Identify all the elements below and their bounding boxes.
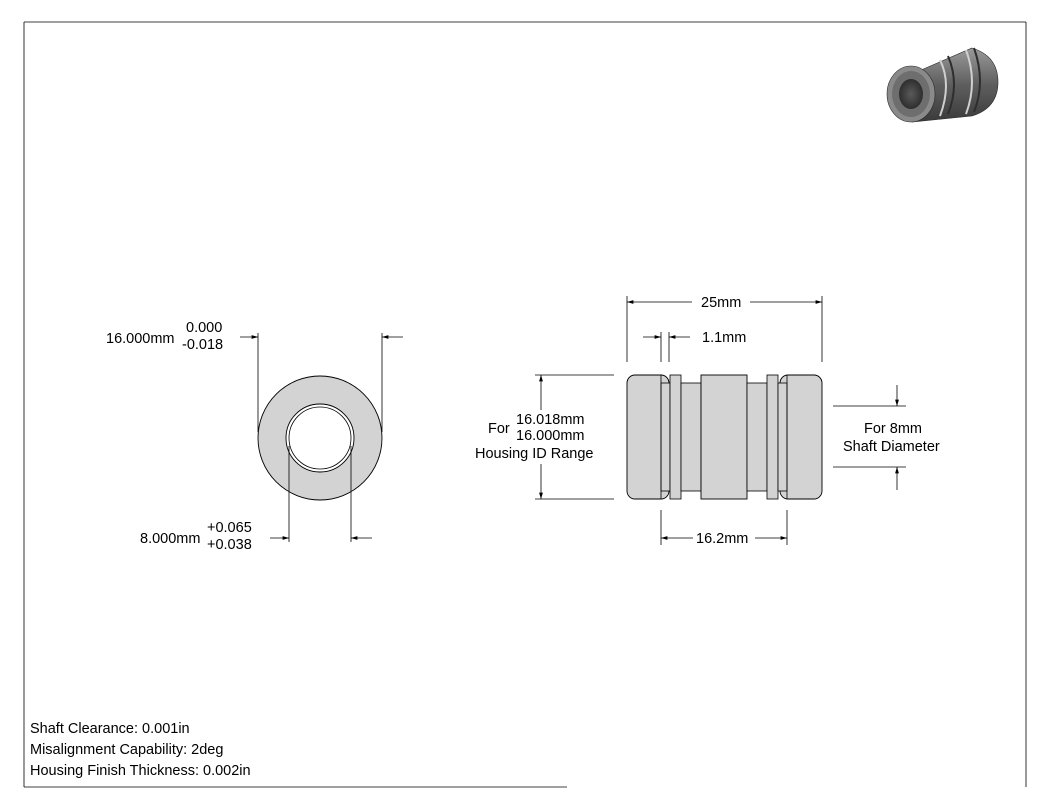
shaft-dia-nominal: 8.000mm bbox=[140, 531, 200, 547]
notes-block: Shaft Clearance: 0.001in Misalignment Ca… bbox=[30, 721, 251, 779]
front-view: 16.000mm 0.000 -0.018 8.000mm +0.065 +0.… bbox=[106, 320, 403, 553]
housing-range-min: 16.000mm bbox=[516, 428, 585, 444]
housing-range-max: 16.018mm bbox=[516, 412, 585, 428]
groove-left-1 bbox=[660, 382, 671, 492]
groove-spacing-label: 16.2mm bbox=[696, 531, 748, 547]
housing-dia-nominal: 16.000mm bbox=[106, 331, 175, 347]
housing-dia-upper: 0.000 bbox=[186, 320, 222, 336]
side-view: 25mm 1.1mm 16.2mm For 16.018mm 16.000mm … bbox=[475, 295, 940, 547]
collar-left bbox=[669, 374, 682, 500]
groove-right-2 bbox=[746, 382, 768, 492]
bearing-bore-inner bbox=[288, 406, 352, 470]
overall-length-label: 25mm bbox=[701, 295, 741, 311]
housing-range-suffix: Housing ID Range bbox=[475, 446, 594, 462]
housing-range-prefix: For bbox=[488, 421, 510, 437]
groove-width-label: 1.1mm bbox=[702, 330, 746, 346]
shaft-dia-lower: +0.038 bbox=[207, 537, 252, 553]
housing-dia-lower: -0.018 bbox=[182, 337, 223, 353]
shaft-note-line1: For 8mm bbox=[864, 421, 922, 437]
shaft-note-line2: Shaft Diameter bbox=[843, 439, 940, 455]
note-shaft-clearance: Shaft Clearance: 0.001in bbox=[30, 721, 190, 737]
note-finish-thickness: Housing Finish Thickness: 0.002in bbox=[30, 763, 251, 779]
groove-left-2 bbox=[680, 382, 702, 492]
sheet-border bbox=[23, 21, 1027, 788]
iso-view-icon bbox=[886, 47, 999, 123]
center-body bbox=[700, 374, 748, 500]
groove-right-1 bbox=[777, 382, 788, 492]
collar-right bbox=[766, 374, 779, 500]
note-misalignment: Misalignment Capability: 2deg bbox=[30, 742, 223, 758]
shaft-dia-upper: +0.065 bbox=[207, 520, 252, 536]
